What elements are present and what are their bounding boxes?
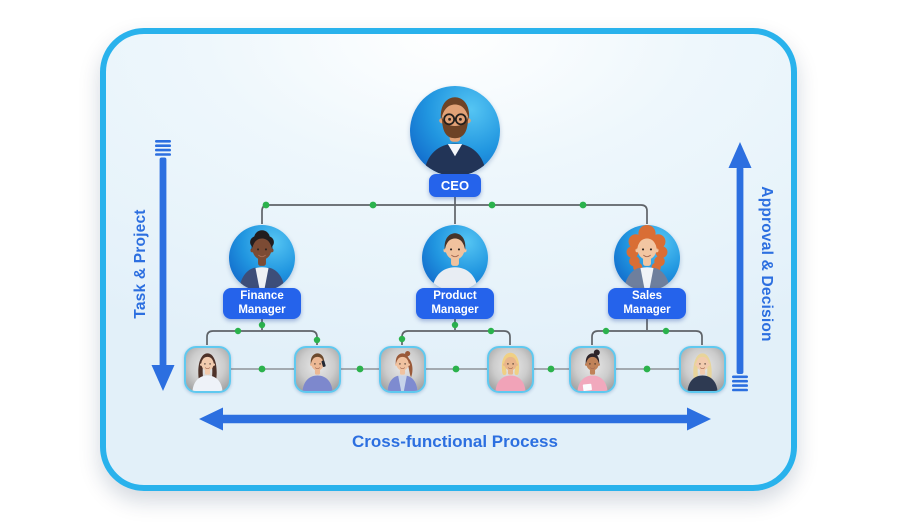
approval-decision-label: Approval & Decision: [758, 186, 775, 342]
ceo-badge: CEO: [429, 174, 481, 197]
task-project-label: Task & Project: [132, 209, 149, 319]
ceo-avatar: [410, 86, 500, 176]
sales-manager-badge: Sales Manager: [608, 288, 686, 319]
employee-avatar-4: [487, 346, 534, 393]
employee-avatar-6: [679, 346, 726, 393]
cross-functional-label: Cross-functional Process: [352, 432, 558, 451]
employee-avatar-2: [294, 346, 341, 393]
sales-manager-avatar: [614, 225, 680, 291]
employee-avatar-1: [184, 346, 231, 393]
finance-manager-avatar: [229, 225, 295, 291]
finance-manager-badge: Finance Manager: [223, 288, 301, 319]
product-manager-avatar: [422, 225, 488, 291]
product-manager-badge: Product Manager: [416, 288, 494, 319]
employee-avatar-5: [569, 346, 616, 393]
employee-avatar-3: [379, 346, 426, 393]
